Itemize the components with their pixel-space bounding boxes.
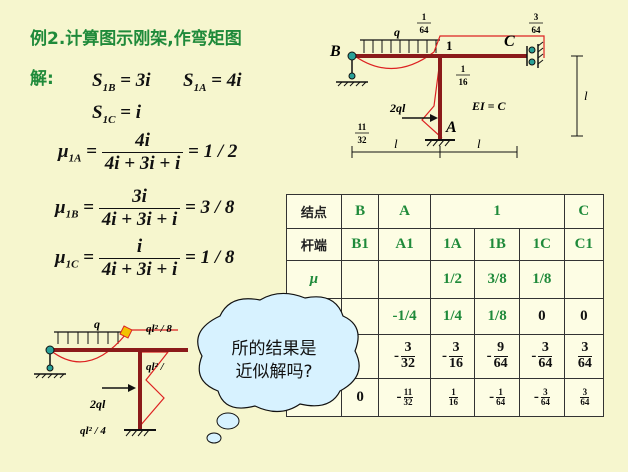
table-r3-1b: 1/8 (474, 298, 520, 335)
frac-1-64-den: 64 (420, 25, 430, 35)
eq-s1a: S1A = 4i (183, 70, 242, 94)
frac-1-64-num: 1 (422, 12, 427, 22)
table-end-1b: 1B (474, 228, 520, 261)
moment-ql2-4-label: ql² / 4 (80, 425, 106, 437)
table-header-end: 杆端 (286, 228, 342, 261)
frac-3-64-den: 64 (532, 25, 542, 35)
moment-ql2-8-label: ql² / 8 (146, 323, 172, 335)
table-mu-1c: 1/8 (518, 260, 565, 299)
bottom-load-q-label: q (94, 317, 100, 331)
table-end-c1: C1 (563, 228, 605, 261)
bubble-line-2: 近似解吗? (235, 361, 313, 382)
thought-bubble (197, 292, 360, 444)
frac-3-64-num: 3 (534, 12, 539, 22)
frame-diagram: B C A 1 q 2ql EI = C l l l 1 64 3 64 1 1… (329, 12, 588, 158)
distribution-table: 结点 B A 1 C 杆端 B1 A1 1A 1B 1C C1 μ 1/2 3/… (286, 194, 605, 417)
node-c-label: C (504, 33, 515, 50)
node-b-label: B (329, 43, 341, 60)
frac-11-32-num: 11 (358, 122, 367, 132)
table-node-a: A (378, 194, 431, 229)
table-r3-c1: 0 (563, 298, 605, 335)
eq-s1b: S1B = 3i (92, 70, 151, 94)
bubble-line-1: 所的结果是 (231, 339, 317, 359)
frac-11-32-den: 32 (358, 135, 368, 145)
table-node-c: C (563, 194, 605, 229)
node-1-label: 1 (446, 38, 453, 53)
table-end-1a: 1A (429, 228, 476, 261)
table-node-b: B (340, 194, 380, 229)
moment-diagram: q ql² / 8 ql² / 2ql ql² / 4 (34, 317, 188, 437)
table-r3-1c: 0 (518, 298, 565, 335)
table-mu-1a: 1/2 (429, 260, 476, 299)
frac-1-16-num: 1 (461, 64, 466, 74)
bubble-text: 所的结果是 近似解吗? (215, 338, 333, 384)
table-end-1c: 1C (518, 228, 565, 261)
table-end-b1: B1 (340, 228, 380, 261)
distributed-load-arrows (363, 40, 437, 53)
dim-l-1: l (394, 136, 398, 151)
dim-l-2: l (477, 136, 481, 151)
bottom-load-2ql-label: 2ql (89, 397, 106, 411)
frac-1-16-den: 16 (459, 77, 469, 87)
table-r3-a1: -1/4 (378, 298, 431, 335)
node-a-label: A (445, 119, 457, 136)
table-mu-1b: 3/8 (474, 260, 520, 299)
table-node-1: 1 (429, 194, 565, 229)
table-end-a1: A1 (378, 228, 431, 261)
table-header-node: 结点 (286, 194, 342, 229)
load-q-label: q (394, 25, 400, 39)
table-r3-1a: 1/4 (429, 298, 476, 335)
page-title: 例2.计算图示刚架,作弯矩图 (30, 29, 242, 49)
ei-label: EI = C (471, 99, 507, 113)
solution-label: 解: (30, 69, 54, 89)
dim-l-3: l (584, 88, 588, 103)
eq-s1c: S1C = i (92, 102, 142, 126)
load-2ql-label: 2ql (389, 101, 406, 115)
moment-partial-label: ql² / (146, 361, 165, 373)
